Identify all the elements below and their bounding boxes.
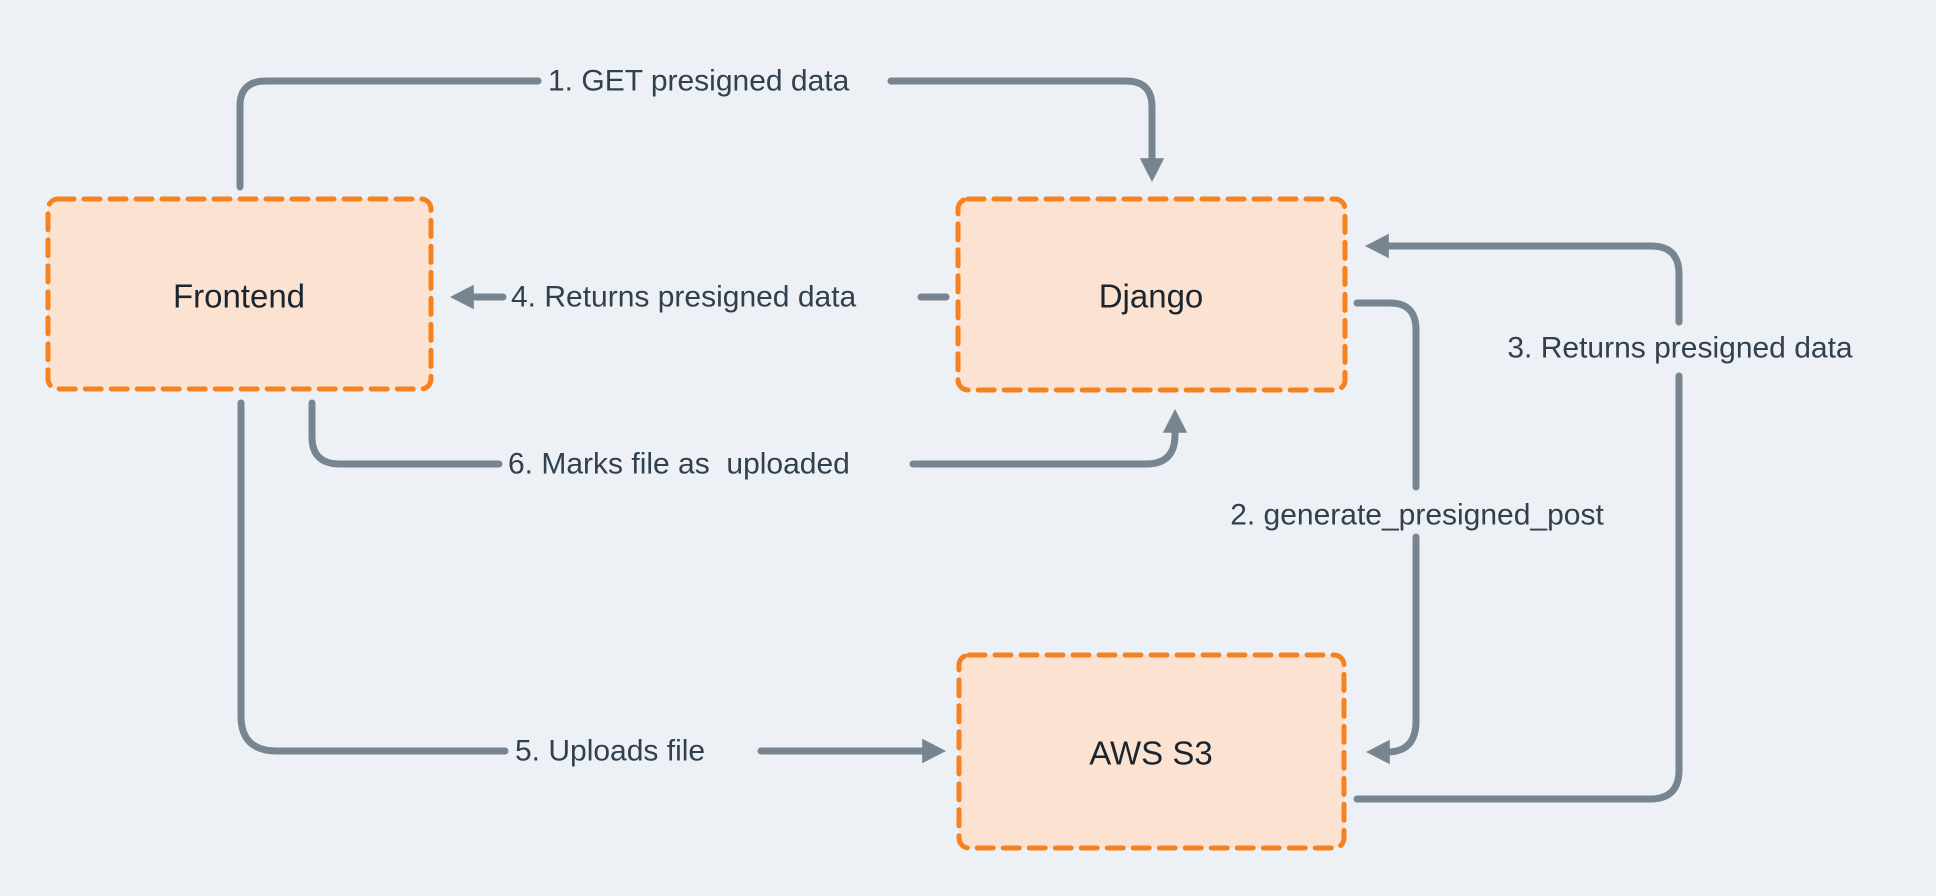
flow-2-line-start bbox=[1353, 299, 1420, 491]
node-aws-s3: AWS S3 bbox=[956, 652, 1347, 851]
node-frontend: Frontend bbox=[45, 196, 434, 392]
flow-1-line-end bbox=[887, 77, 1165, 182]
flow-3-line-end bbox=[1365, 233, 1683, 326]
flow-6-line-end bbox=[909, 409, 1188, 468]
flow-3-line-start bbox=[1353, 372, 1683, 803]
flow-5-line-start bbox=[237, 399, 509, 755]
flow-1-label: 1. GET presigned data bbox=[548, 65, 850, 98]
node-django: Django bbox=[955, 196, 1348, 393]
flow-2-line-end bbox=[1366, 533, 1420, 765]
flow-6-line-start bbox=[308, 399, 503, 468]
flow-5: 5. Uploads file bbox=[237, 399, 946, 768]
node-django-label: Django bbox=[1099, 278, 1204, 315]
node-aws-s3-box bbox=[956, 652, 1347, 851]
flow-5-label: 5. Uploads file bbox=[515, 735, 705, 768]
flow-1: 1. GET presigned data bbox=[236, 65, 1165, 191]
flow-3-label: 3. Returns presigned data bbox=[1507, 332, 1853, 365]
node-frontend-box bbox=[45, 196, 434, 392]
flow-2: 2. generate_presigned_post bbox=[1230, 299, 1604, 765]
flow-4: 4. Returns presigned data bbox=[450, 281, 950, 314]
flow-3: 3. Returns presigned data bbox=[1353, 233, 1853, 803]
flow-2-label: 2. generate_presigned_post bbox=[1230, 499, 1604, 532]
flow-1-line-start bbox=[236, 77, 542, 191]
node-aws-s3-label: AWS S3 bbox=[1089, 735, 1212, 772]
flow-6-label: 6. Marks file as uploaded bbox=[508, 448, 850, 481]
node-frontend-label: Frontend bbox=[173, 278, 305, 315]
node-django-box bbox=[955, 196, 1348, 393]
flow-6: 6. Marks file as uploaded bbox=[308, 399, 1188, 481]
flow-4-label: 4. Returns presigned data bbox=[511, 281, 857, 314]
